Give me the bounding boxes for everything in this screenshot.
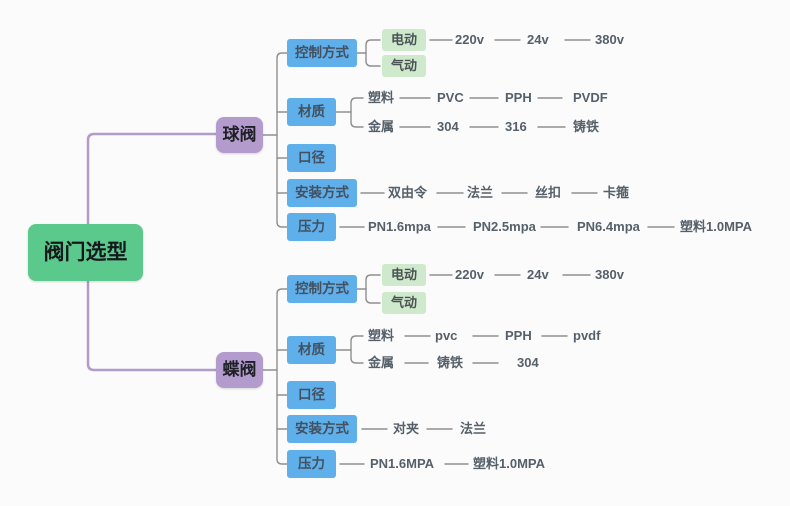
node-ball-plastic[interactable]: 塑料 [368,90,395,105]
node-leaf[interactable]: 220v [455,32,484,47]
node-valve-selection[interactable]: 阀门选型 [28,224,143,281]
node-leaf[interactable]: 铸铁 [437,355,464,370]
node-leaf[interactable]: 丝扣 [535,185,562,200]
node-leaf[interactable]: PPH [505,90,532,105]
node-ball-diameter[interactable]: 口径 [287,144,336,172]
node-leaf[interactable]: 24v [527,267,549,282]
node-leaf[interactable]: 塑料1.0MPA [680,219,752,234]
node-leaf[interactable]: PVDF [573,90,608,105]
node-ball-pressure[interactable]: 压力 [287,213,336,241]
node-leaf[interactable]: 法兰 [460,421,487,436]
node-leaf[interactable]: 304 [437,119,459,134]
node-ball-valve[interactable]: 球阀 [216,117,263,153]
node-leaf[interactable]: PN6.4mpa [577,219,640,234]
node-leaf[interactable]: 304 [517,355,539,370]
node-leaf[interactable]: 卡箍 [603,185,630,200]
node-butterfly-diameter[interactable]: 口径 [287,381,336,409]
node-leaf[interactable]: 法兰 [467,185,494,200]
node-butterfly-pneumatic[interactable]: 气动 [382,292,426,314]
node-leaf[interactable]: pvdf [573,328,601,343]
node-butterfly-electric[interactable]: 电动 [382,264,426,286]
node-leaf[interactable]: pvc [435,328,458,343]
node-leaf[interactable]: PN1.6mpa [368,219,431,234]
node-ball-metal[interactable]: 金属 [368,119,395,134]
node-leaf[interactable]: 对夹 [393,421,420,436]
node-leaf[interactable]: 220v [455,267,484,282]
node-ball-installation[interactable]: 安装方式 [287,179,357,207]
node-leaf[interactable]: 铸铁 [573,119,600,134]
node-leaf[interactable]: 380v [595,32,624,47]
node-butterfly-metal[interactable]: 金属 [368,355,395,370]
node-leaf[interactable]: PN1.6MPA [370,456,435,471]
node-leaf[interactable]: PVC [437,90,464,105]
node-leaf[interactable]: 塑料1.0MPA [473,456,545,471]
node-butterfly-control-method[interactable]: 控制方式 [287,275,357,303]
node-leaf[interactable]: 24v [527,32,549,47]
node-butterfly-material[interactable]: 材质 [287,336,336,364]
node-butterfly-plastic[interactable]: 塑料 [368,328,395,343]
node-ball-electric[interactable]: 电动 [382,29,426,51]
node-butterfly-pressure[interactable]: 压力 [287,450,336,478]
node-ball-material[interactable]: 材质 [287,98,336,126]
node-leaf[interactable]: PPH [505,328,532,343]
node-leaf[interactable]: PN2.5mpa [473,219,536,234]
node-leaf[interactable]: 380v [595,267,624,282]
node-butterfly-valve[interactable]: 蝶阀 [216,352,263,388]
node-ball-control-method[interactable]: 控制方式 [287,39,357,67]
node-leaf[interactable]: 316 [505,119,527,134]
node-butterfly-installation[interactable]: 安装方式 [287,415,357,443]
node-leaf[interactable]: 双由令 [388,185,428,200]
node-ball-pneumatic[interactable]: 气动 [382,55,426,77]
